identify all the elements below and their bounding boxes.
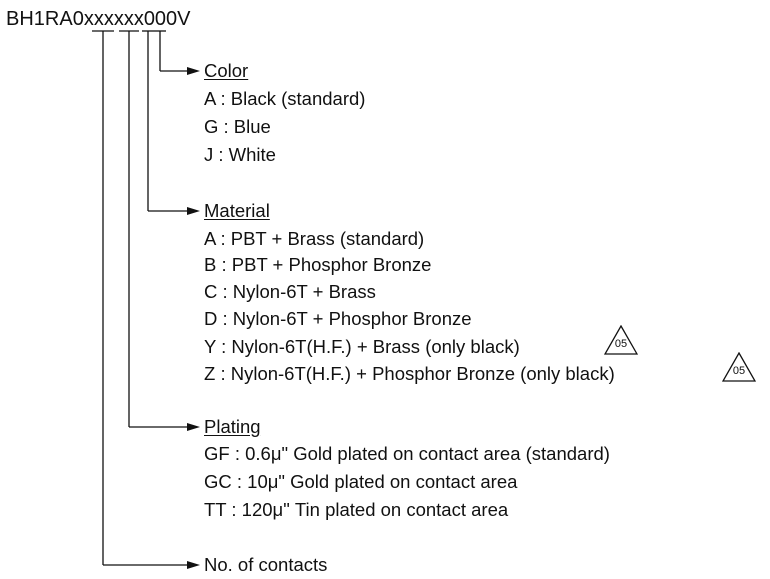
- material-option: A : PBT + Brass (standard): [204, 228, 425, 249]
- color-option: J : White: [204, 144, 276, 165]
- arrowhead-color: [187, 67, 200, 75]
- plating-option: GF : 0.6μ" Gold plated on contact area (…: [204, 443, 610, 464]
- arrowhead-material: [187, 207, 200, 215]
- revision-number: 05: [614, 338, 628, 350]
- part-number: BH1RA0xxxxxx000V: [6, 8, 191, 30]
- material-option: Y : Nylon-6T(H.F.) + Brass (only black): [204, 336, 520, 357]
- material-option: B : PBT + Phosphor Bronze: [204, 254, 432, 275]
- revision-triangle-icon: 05: [721, 351, 757, 382]
- color-option: G : Blue: [204, 116, 271, 137]
- color-heading: Color: [204, 60, 249, 81]
- material-option: D : Nylon-6T + Phosphor Bronze: [204, 308, 472, 329]
- color-option: A : Black (standard): [204, 88, 366, 109]
- material-heading: Material: [204, 200, 270, 221]
- revision-triangle-icon: 05: [603, 324, 639, 355]
- contacts-heading: No. of contacts: [204, 554, 328, 575]
- plating-option: GC : 10μ" Gold plated on contact area: [204, 471, 518, 492]
- arrowhead-plating: [187, 423, 200, 431]
- plating-heading: Plating: [204, 416, 261, 437]
- material-option: C : Nylon-6T + Brass: [204, 281, 376, 302]
- revision-number: 05: [732, 365, 746, 377]
- arrowhead-contacts: [187, 561, 200, 569]
- material-option: Z : Nylon-6T(H.F.) + Phosphor Bronze (on…: [204, 363, 615, 384]
- plating-option: TT : 120μ" Tin plated on contact area: [204, 499, 509, 520]
